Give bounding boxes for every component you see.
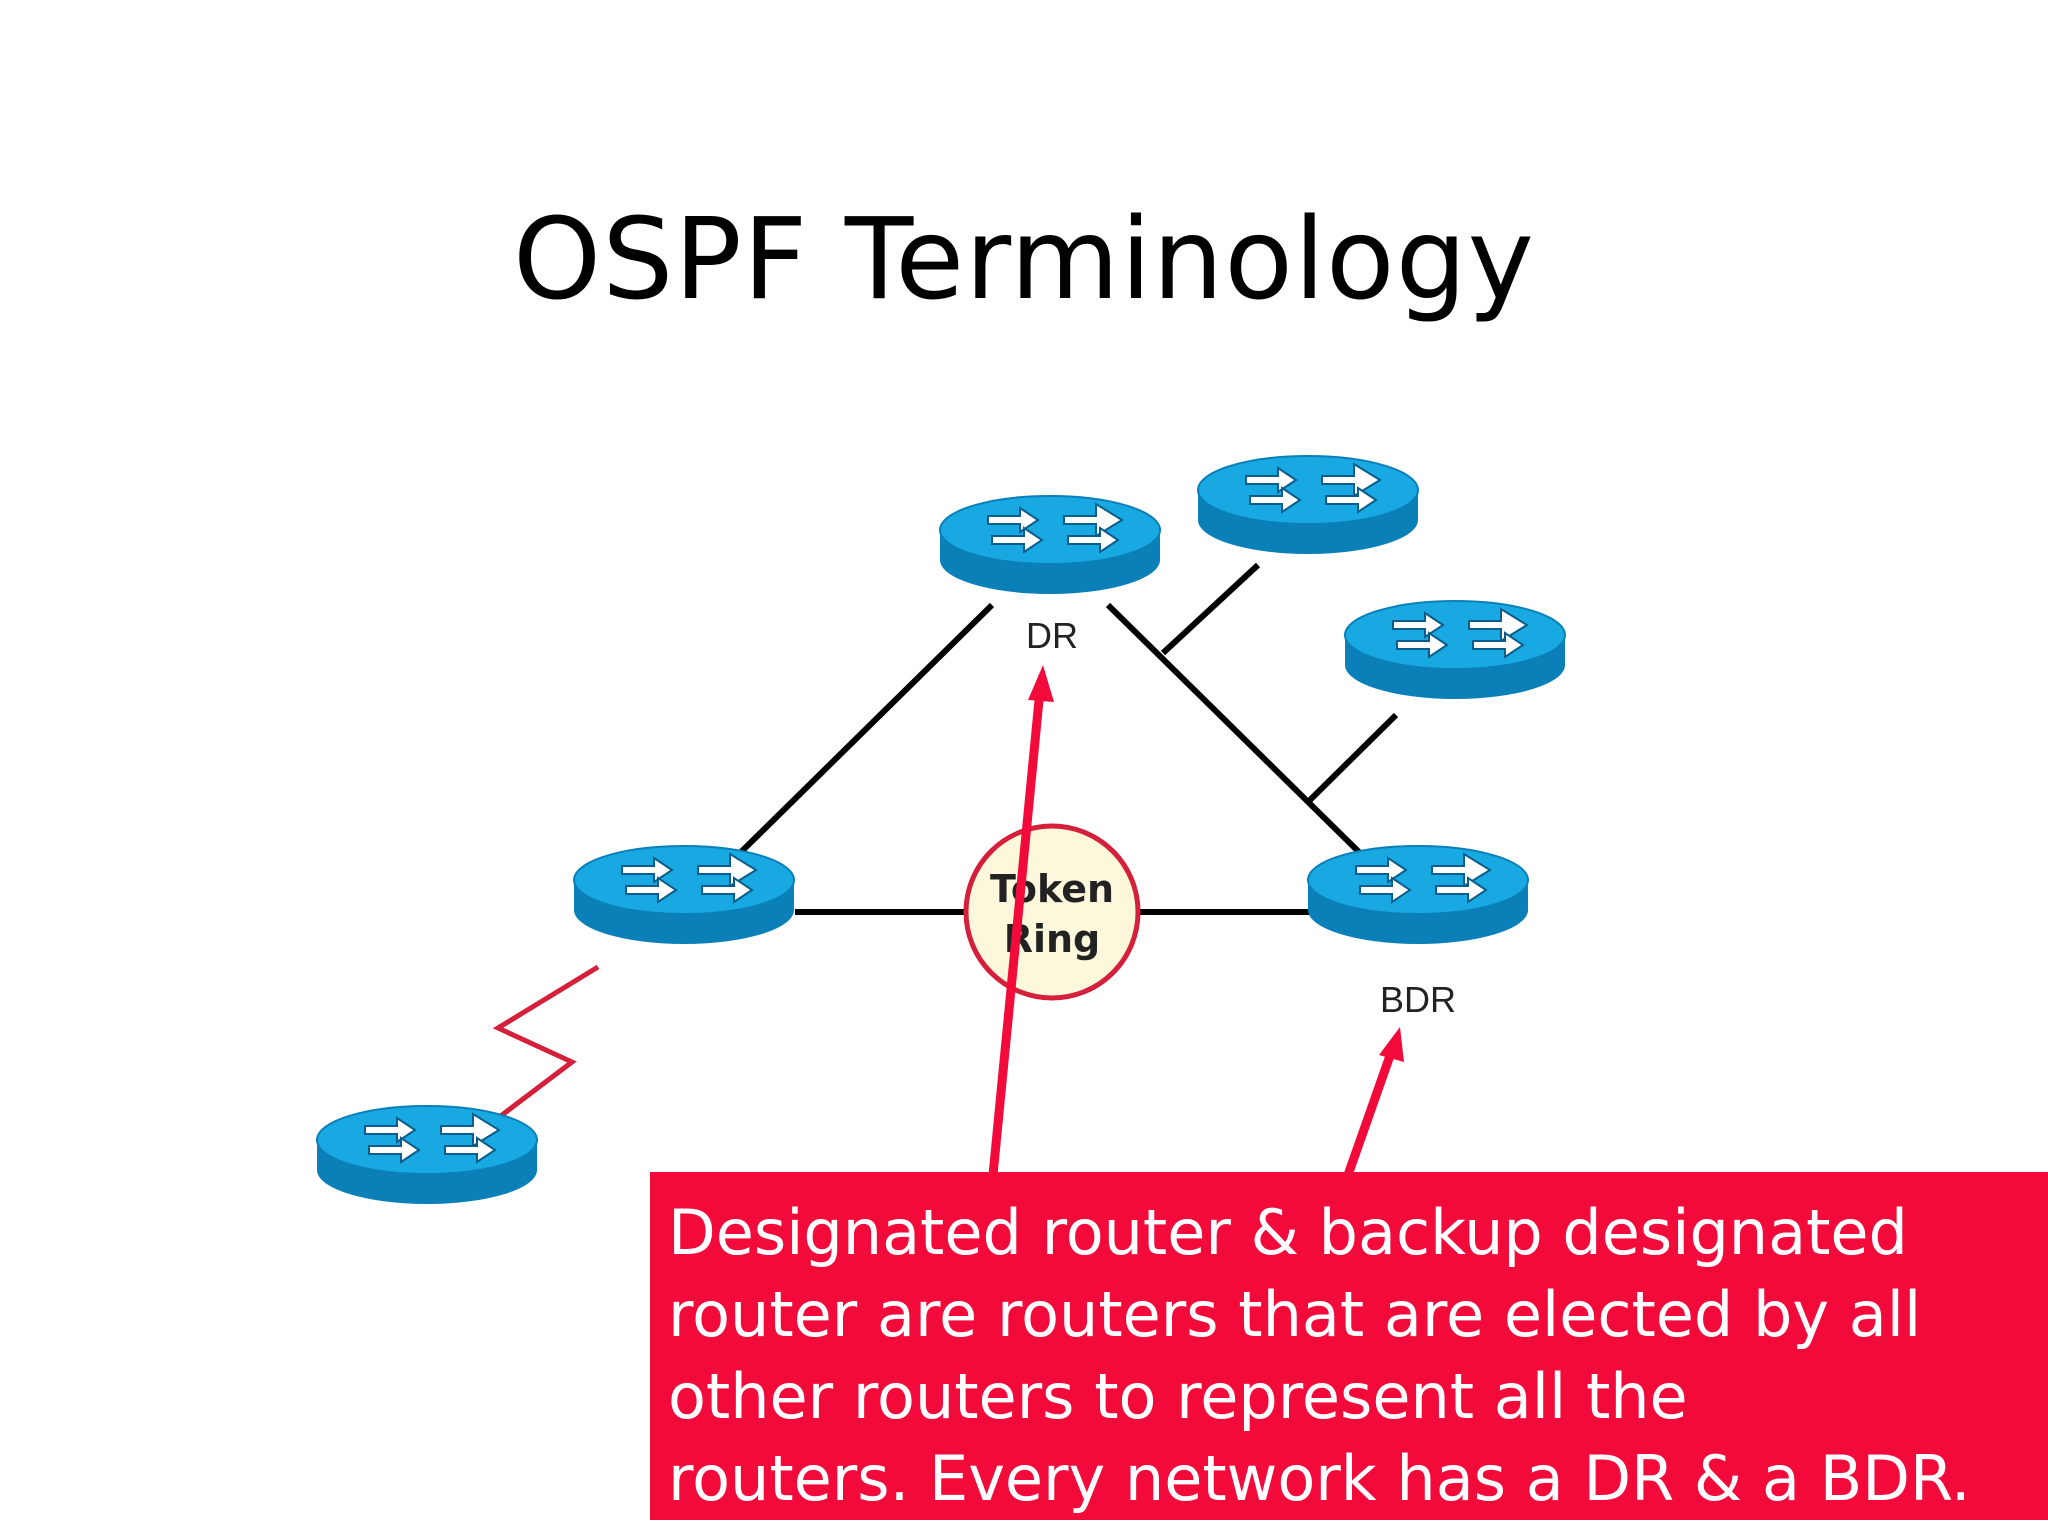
- router-right-upper: [1344, 600, 1566, 700]
- arrow-to-dr: [988, 689, 1045, 1176]
- link-dr-bdr: [1105, 602, 1365, 858]
- dr-label: DR: [1026, 615, 1078, 656]
- router-dr: [939, 495, 1161, 595]
- router-top-right: [1197, 455, 1419, 555]
- bdr-label: BDR: [1380, 979, 1456, 1020]
- link-branch-top-right: [1160, 562, 1261, 656]
- token-ring: Token Ring: [963, 823, 1141, 1001]
- callout-text: Designated router & backup designated ro…: [668, 1196, 1971, 1515]
- link-dr-left: [735, 602, 995, 858]
- serial-link: [492, 964, 600, 1120]
- arrow-to-bdr-head: [1379, 1027, 1404, 1062]
- callout-arrows: [988, 665, 1404, 1177]
- callout-box: Designated router & backup designated ro…: [650, 1172, 2048, 1520]
- router-bdr: [1307, 845, 1529, 945]
- slide-title: OSPF Terminology: [513, 195, 1535, 325]
- link-branch-right-upper: [1307, 712, 1399, 803]
- arrow-to-bdr: [1343, 1048, 1397, 1177]
- router-left: [573, 845, 795, 945]
- router-serial-remote: [316, 1105, 538, 1205]
- network-links: [735, 562, 1399, 915]
- arrow-to-dr-head: [1028, 665, 1054, 702]
- token-ring-line1: Token: [990, 867, 1114, 911]
